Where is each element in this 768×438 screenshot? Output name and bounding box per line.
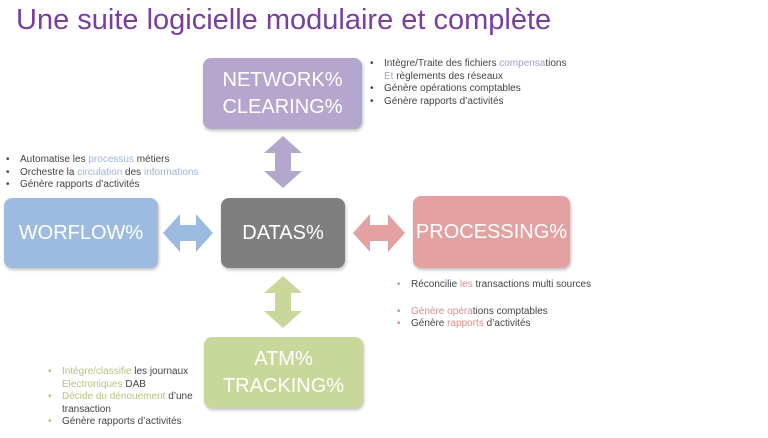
list-item: •Automatise les processus métiers [6,154,170,165]
list-item: •Intègre/Traite des fichiers compensatio… [370,58,567,69]
list-item: •Décide du dénouement d’une [48,391,193,402]
atm-tracking-box: ATM% TRACKING% [204,337,363,408]
tracking-label: TRACKING% [222,374,345,397]
workflow-box: WORFLOW% [4,198,158,268]
list-item: transaction [62,403,111,415]
datas-box: DATAS% [221,198,345,268]
processing-box: PROCESSING% [413,196,570,268]
double-arrow-horizontal-red [353,214,405,252]
network-clearing-box: NETWORK% CLEARING% [203,58,362,129]
list-item: •Génère rapports d’activités [6,179,140,190]
network-label: NETWORK% [222,68,343,91]
list-item: •Génère rapports d’activités [48,416,182,427]
datas-label: DATAS% [242,221,324,244]
processing-label: PROCESSING% [415,220,568,243]
workflow-notes: •Automatise les processus métiers •Orche… [6,154,198,192]
clearing-label: CLEARING% [222,95,343,118]
list-item: Electroniques DAB [62,378,146,390]
list-item: •Orchestre la circulation des informatio… [6,166,199,178]
atm-notes: •Intègre/classifie les journaux Electron… [48,366,193,429]
list-item: •Génère rapports d’activités [397,318,531,329]
double-arrow-vertical-purple [264,136,302,188]
list-item: •Réconcilie les transactions multi sourc… [397,279,592,290]
list-item: •Génère opérations comptables [370,83,521,94]
processing-notes: •Réconcilie les transactions multi sourc… [397,279,591,331]
network-notes: •Intègre/Traite des fichiers compensatio… [370,58,567,108]
list-item: Et règlements des réseaux [384,70,503,82]
double-arrow-horizontal-blue [163,214,213,252]
double-arrow-vertical-green [264,276,302,328]
workflow-label: WORFLOW% [18,221,144,244]
list-item: •Intègre/classifie les journaux [48,366,189,377]
list-item: •Génère opérations comptables [397,305,548,317]
atm-label: ATM% [254,347,313,370]
list-item: •Génère rapports d’activités [370,95,504,107]
page-title: Une suite logicielle modulaire et complè… [16,4,552,36]
